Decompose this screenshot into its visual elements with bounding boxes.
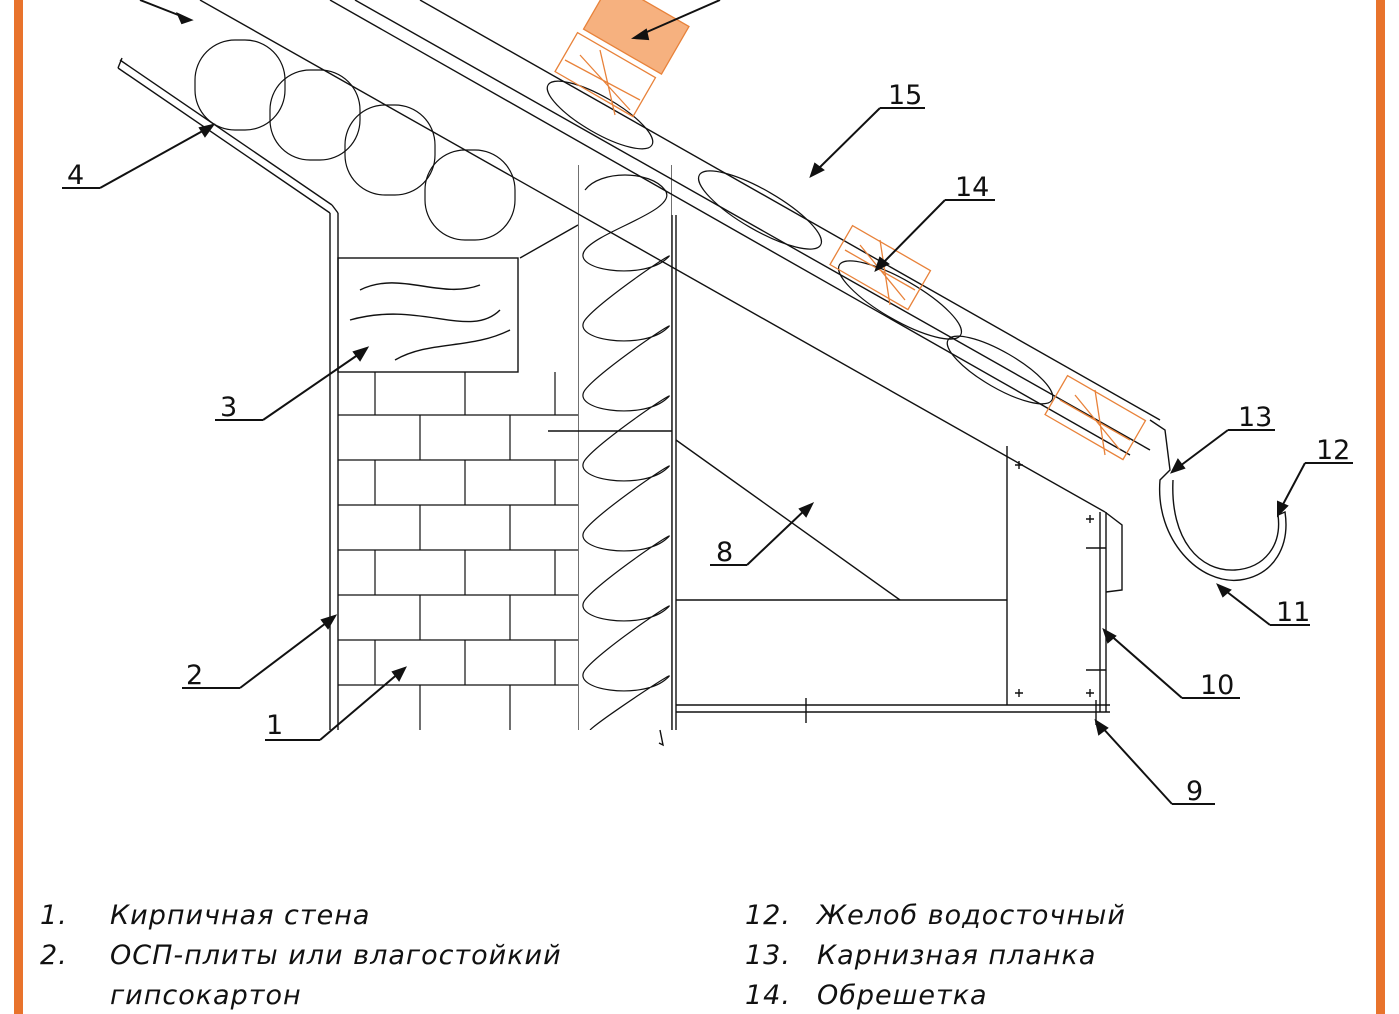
callout-2: 2 <box>186 660 203 691</box>
legend-text: ОСП-плиты или влагостойкий <box>110 940 562 971</box>
callout-12: 12 <box>1316 435 1350 466</box>
callout-14: 14 <box>955 172 989 203</box>
callout-1: 1 <box>266 710 283 741</box>
callout-9: 9 <box>1186 776 1203 807</box>
legend-text: Карнизная планка <box>817 940 1097 971</box>
callout-8: 8 <box>716 537 733 568</box>
callout-3: 3 <box>220 392 237 423</box>
legend-number: 13. <box>745 940 791 971</box>
legend-text: Обрешетка <box>817 980 988 1011</box>
callout-11: 11 <box>1276 597 1310 628</box>
callout-4: 4 <box>67 160 84 191</box>
legend-number: 14. <box>745 980 791 1011</box>
callout-13: 13 <box>1238 402 1272 433</box>
legend-number: 2. <box>40 940 68 971</box>
legend-text: гипсокартон <box>110 980 302 1011</box>
legend-text: Желоб водосточный <box>817 900 1126 931</box>
legend-number: 12. <box>745 900 791 931</box>
right-frame-border <box>1376 0 1385 1014</box>
left-frame-border <box>14 0 23 1014</box>
callout-15: 15 <box>888 80 922 111</box>
legend-text: Кирпичная стена <box>110 900 371 931</box>
callout-10: 10 <box>1200 670 1234 701</box>
legend-number: 1. <box>40 900 68 931</box>
